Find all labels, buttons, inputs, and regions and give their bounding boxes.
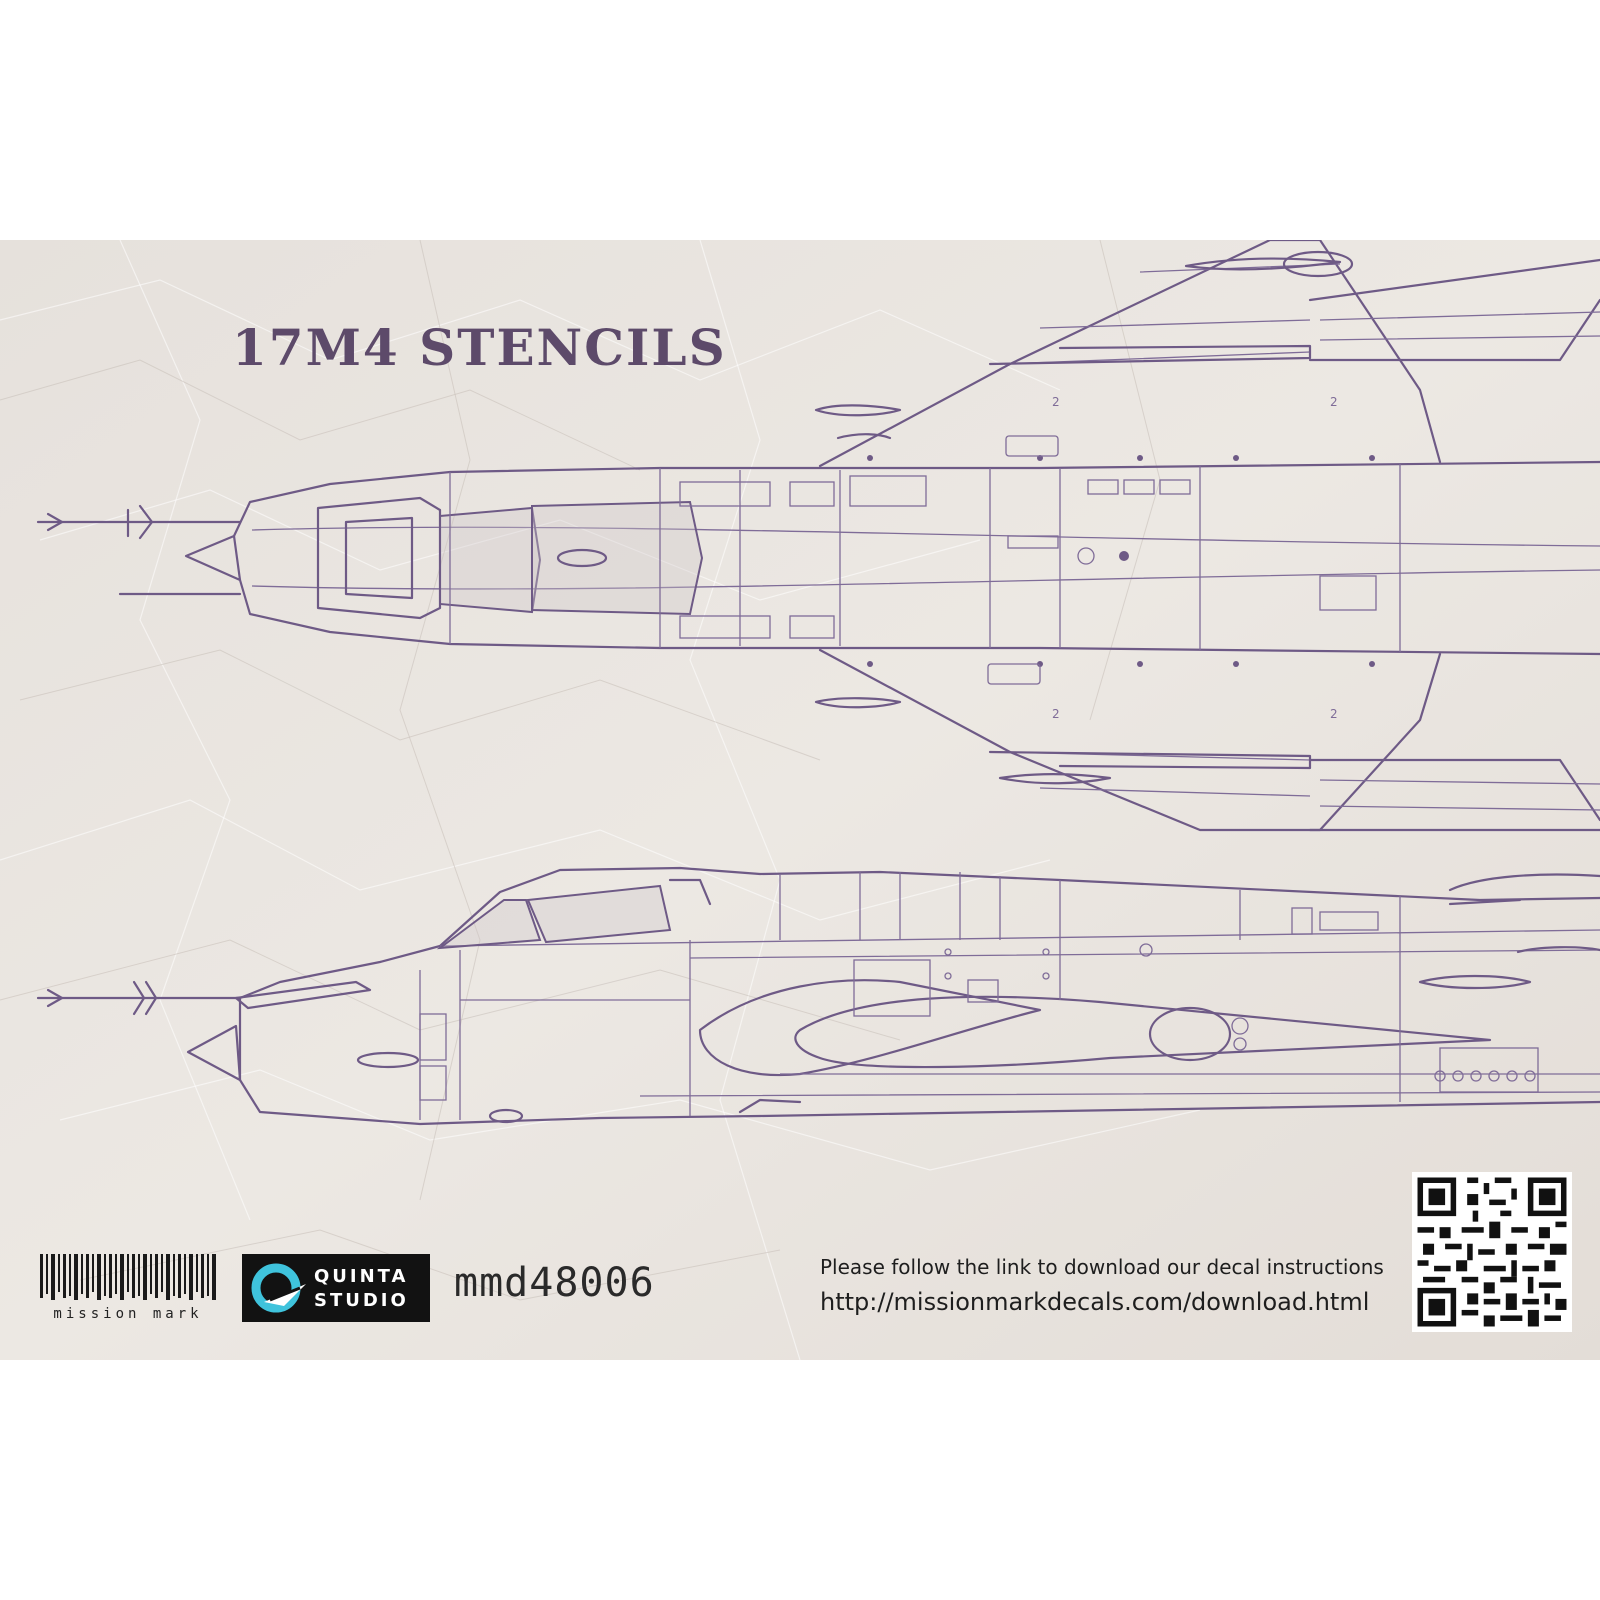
quinta-label: QUINTA [314,1266,409,1287]
instructions-text: Please follow the link to download our d… [820,1255,1384,1279]
studio-label: STUDIO [314,1290,409,1311]
instructions-link[interactable]: http://missionmarkdecals.com/download.ht… [820,1288,1370,1316]
top-view-mark-2: 2 [1330,395,1338,409]
mission-mark-wordmark: mission mark [53,1306,203,1322]
sheet-title: 17M4 STENCILS [232,318,727,377]
crumpled-paper-texture [0,240,1600,1360]
qr-code-icon[interactable] [1412,1172,1572,1332]
quinta-swoosh-icon [251,1263,306,1313]
top-view-mark-1: 2 [1052,395,1060,409]
quinta-studio-logo: QUINTA STUDIO [242,1254,430,1322]
top-view-mark-4: 2 [1330,707,1338,721]
aircraft-line-drawings: 2 2 2 2 [36,240,1600,1126]
product-code: mmd48006 [454,1260,655,1306]
sheet-footer: mission mark QUINTA STUDIO mmd48006 Plea… [0,240,1600,1360]
decal-sheet-panel: 17M4 STENCILS [0,240,1600,1360]
top-view-mark-3: 2 [1052,707,1060,721]
barcode-icon [40,1254,216,1300]
mission-mark-logo: mission mark [38,1250,218,1324]
aircraft-side-view [36,866,1600,1126]
aircraft-top-view: 2 2 2 2 [36,240,1600,832]
